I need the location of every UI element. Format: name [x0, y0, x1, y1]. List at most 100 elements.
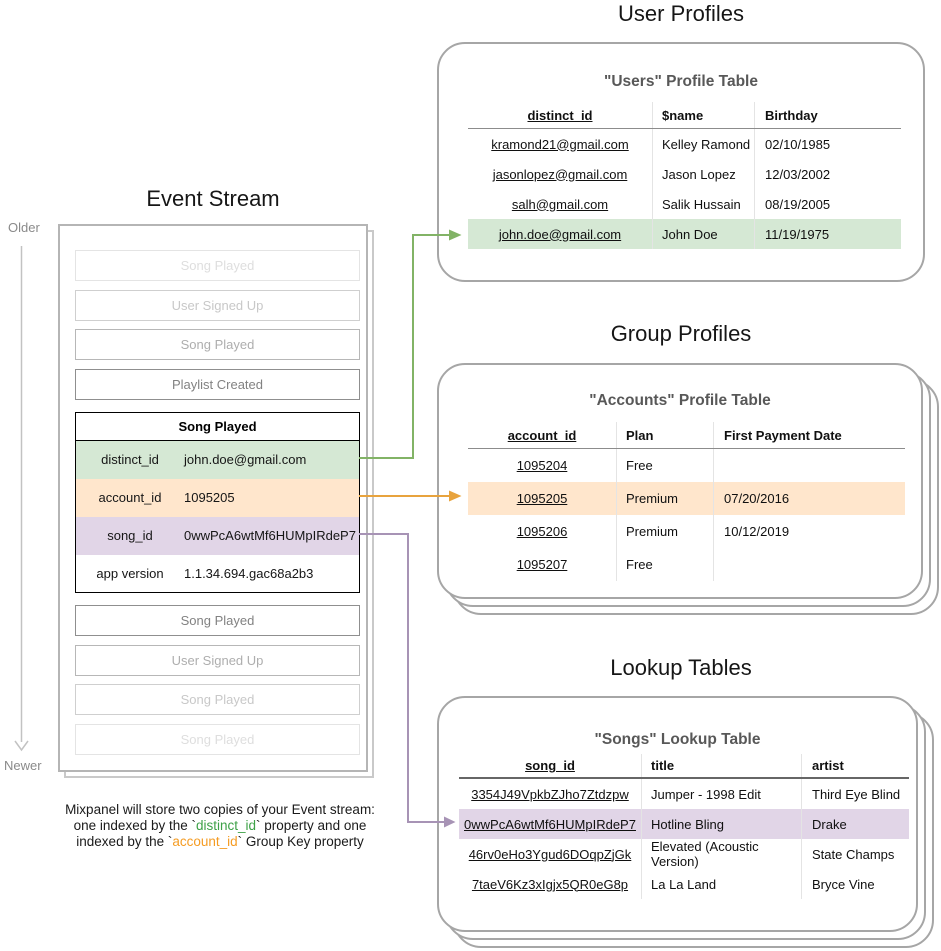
table-cell: 10/12/2019: [724, 524, 790, 539]
column-header: title: [642, 754, 802, 777]
table-cell: Kelley Ramond: [653, 129, 755, 159]
property-value: john.doe@gmail.com: [184, 452, 307, 467]
older-label: Older: [8, 220, 40, 235]
event-property-row: app version 1.1.34.694.gac68a2b3: [76, 555, 359, 593]
table-cell: 1095205: [468, 482, 617, 515]
table-cell: 3354J49VpkbZJho7Ztdzpw: [459, 779, 642, 809]
event-item: Song Played: [75, 329, 360, 360]
event-item: Song Played: [75, 723, 360, 755]
event-stream-title: Event Stream: [146, 186, 280, 211]
user-profiles-title: User Profiles: [618, 1, 744, 26]
table-cell: 12/03/2002: [765, 166, 831, 182]
property-value: 1.1.34.694.gac68a2b3: [184, 566, 314, 581]
column-header: distinct_id: [468, 102, 653, 128]
expanded-event-card: Song Played distinct_id john.doe@gmail.co…: [75, 412, 360, 593]
table-cell: Premium: [617, 515, 714, 548]
column-header: account_id: [468, 422, 617, 448]
table-cell: Salik Hussain: [653, 189, 755, 219]
table-cell: salh@gmail.com: [468, 189, 653, 219]
table-cell: [714, 548, 905, 581]
table-cell: Drake: [812, 816, 847, 832]
table-cell: Third Eye Blind: [812, 786, 901, 802]
property-key: song_id: [107, 528, 153, 543]
caption-line-1: Mixpanel will store two copies of your E…: [65, 802, 375, 817]
table-cell: Elevated (Acoustic Version): [642, 839, 802, 869]
table-cell: 1095204: [468, 449, 617, 482]
table-cell: La La Land: [642, 869, 802, 899]
table-cell: kramond21@gmail.com: [468, 129, 653, 159]
table-cell: Free: [617, 548, 714, 581]
table-cell: [714, 449, 905, 482]
property-key: account_id: [98, 490, 162, 505]
account-id-code: account_id: [172, 834, 238, 849]
caption-line-3: indexed by the `account_id` Group Key pr…: [76, 834, 364, 849]
table-cell: 1095206: [468, 515, 617, 548]
column-header: song_id: [459, 754, 642, 777]
column-header: Plan: [617, 422, 714, 448]
lookup-tables-title: Lookup Tables: [610, 655, 752, 680]
table-cell: 0wwPcA6wtMf6HUMpIRdeP7: [459, 809, 642, 839]
table-cell: Bryce Vine: [812, 876, 875, 892]
table-cell: 07/20/2016: [724, 491, 790, 506]
property-key: app version: [96, 566, 164, 581]
table-cell: John Doe: [653, 219, 755, 249]
event-item: User Signed Up: [75, 289, 360, 321]
expanded-event-properties: distinct_id john.doe@gmail.com account_id 1…: [76, 441, 359, 593]
table-cell: Free: [617, 449, 714, 482]
group-profiles-title: Group Profiles: [610, 321, 752, 346]
event-item: Song Played: [75, 605, 360, 636]
table-cell: john.doe@gmail.com: [468, 219, 653, 249]
property-value: 0wwPcA6wtMf6HUMpIRdeP7: [184, 528, 356, 543]
table-cell: Hotline Bling: [642, 809, 802, 839]
table-cell: 1095207: [468, 548, 617, 581]
column-header: artist: [812, 758, 844, 773]
event-property-row: song_id 0wwPcA6wtMf6HUMpIRdeP7: [76, 517, 359, 555]
table-cell: Premium: [617, 482, 714, 515]
table-cell: 7taeV6Kz3xIgjx5QR0eG8p: [459, 869, 642, 899]
songs-table-title: "Songs" Lookup Table: [594, 731, 761, 748]
event-item: Song Played: [75, 250, 360, 281]
table-cell: Jumper - 1998 Edit: [642, 779, 802, 809]
users-table-title: "Users" Profile Table: [604, 73, 758, 90]
column-header: Birthday: [765, 107, 818, 123]
property-key: distinct_id: [101, 452, 159, 467]
column-header: First Payment Date: [724, 427, 842, 443]
event-property-row: account_id 1095205: [76, 479, 359, 517]
table-cell: 46rv0eHo3Ygud6DOqpZjGk: [459, 839, 642, 869]
table-cell: 11/19/1975: [765, 226, 830, 242]
caption: Mixpanel will store two copies of your E…: [20, 802, 420, 850]
event-item: User Signed Up: [75, 644, 360, 676]
accounts-table-title: "Accounts" Profile Table: [589, 392, 771, 409]
property-value: 1095205: [184, 490, 235, 505]
event-item: Song Played: [75, 684, 360, 715]
newer-label: Newer: [4, 758, 42, 773]
table-cell: 02/10/1985: [765, 136, 831, 152]
expanded-event-name: Song Played: [76, 413, 359, 441]
caption-line-2: one indexed by the `distinct_id` propert…: [73, 818, 367, 833]
distinct-id-code: distinct_id: [195, 818, 257, 833]
